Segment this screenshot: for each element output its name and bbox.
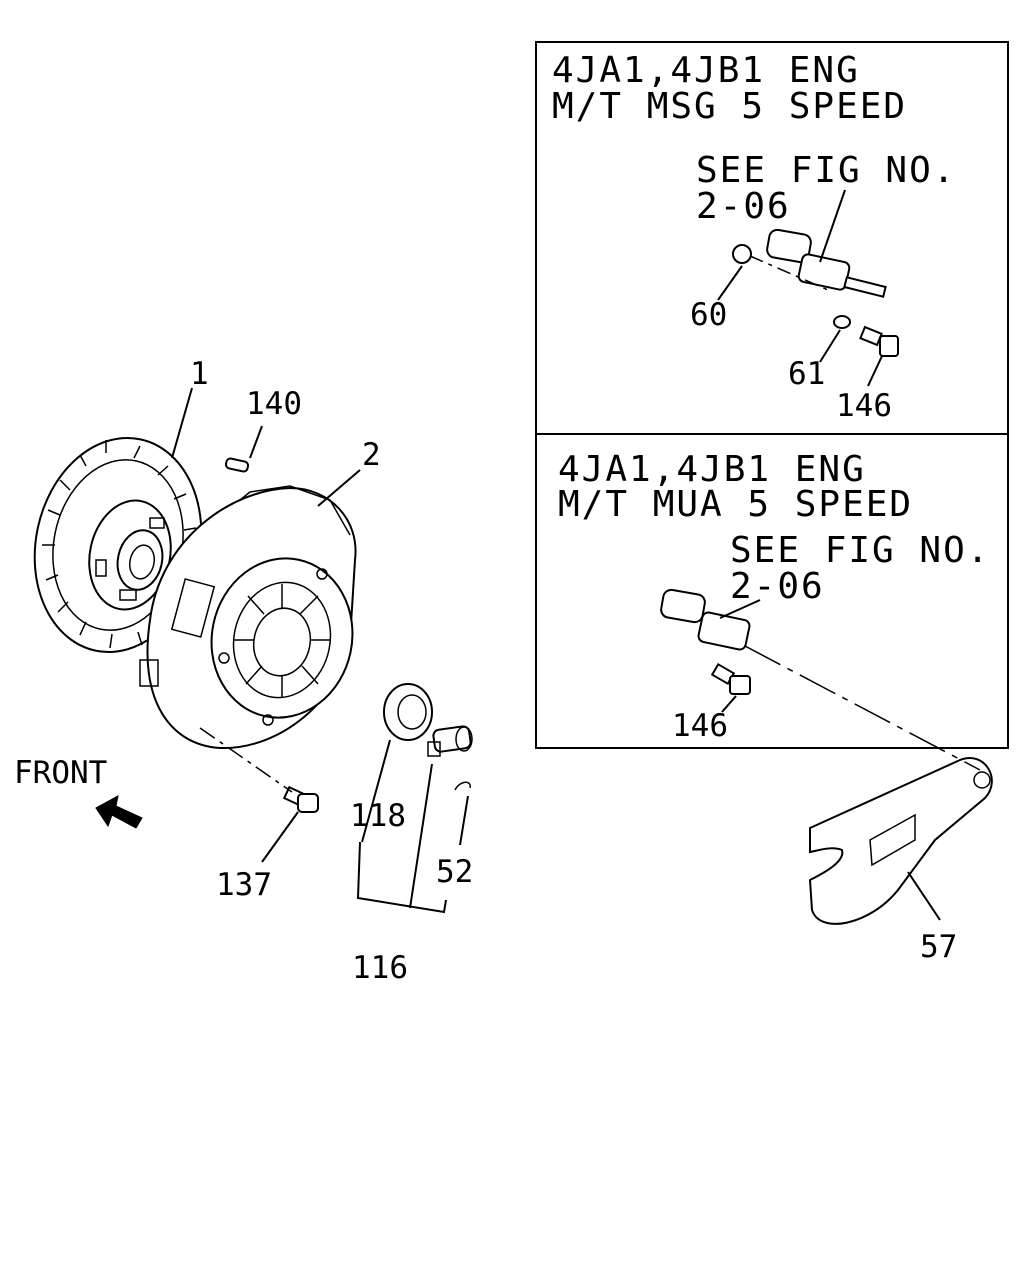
box1-see-fig: SEE FIG NO. xyxy=(696,150,956,191)
bolt xyxy=(282,785,319,813)
callout-60: 60 xyxy=(690,297,727,333)
labels: 1 140 2 118 116 52 137 57 60 61 146 146 … xyxy=(14,50,990,986)
callout-137: 137 xyxy=(216,867,272,903)
front-label: FRONT xyxy=(14,755,107,791)
slave-cylinder-msg xyxy=(732,228,899,357)
box1-engine: 4JA1,4JB1 ENG xyxy=(552,50,860,91)
callout-52: 52 xyxy=(436,854,473,890)
callout-1: 1 xyxy=(190,356,209,392)
pin xyxy=(224,457,250,473)
box2-engine: 4JA1,4JB1 ENG xyxy=(558,449,866,490)
callout-146-box1: 146 xyxy=(836,388,892,424)
callout-61: 61 xyxy=(788,356,825,392)
front-arrow-icon xyxy=(95,795,143,829)
box1-fig-number: 2-06 xyxy=(696,186,791,227)
clip xyxy=(454,781,471,791)
callout-118: 118 xyxy=(350,798,406,834)
callout-140: 140 xyxy=(246,386,302,422)
slave-cylinder-mua xyxy=(660,588,751,695)
callout-146-box2: 146 xyxy=(672,708,728,744)
pressure-plate xyxy=(139,485,357,750)
callout-57: 57 xyxy=(920,929,957,965)
callout-2: 2 xyxy=(362,437,381,473)
box2-see-fig: SEE FIG NO. xyxy=(730,530,990,571)
bearing-hub xyxy=(427,725,473,757)
release-fork xyxy=(808,757,993,925)
leader-lines xyxy=(171,189,981,921)
box1-transmission: M/T MSG 5 SPEED xyxy=(552,86,907,127)
box2-fig-number: 2-06 xyxy=(730,566,825,607)
inset-frames xyxy=(535,41,1009,749)
callout-116: 116 xyxy=(352,950,408,986)
release-bearing xyxy=(383,683,433,741)
box2-transmission: M/T MUA 5 SPEED xyxy=(558,484,913,525)
